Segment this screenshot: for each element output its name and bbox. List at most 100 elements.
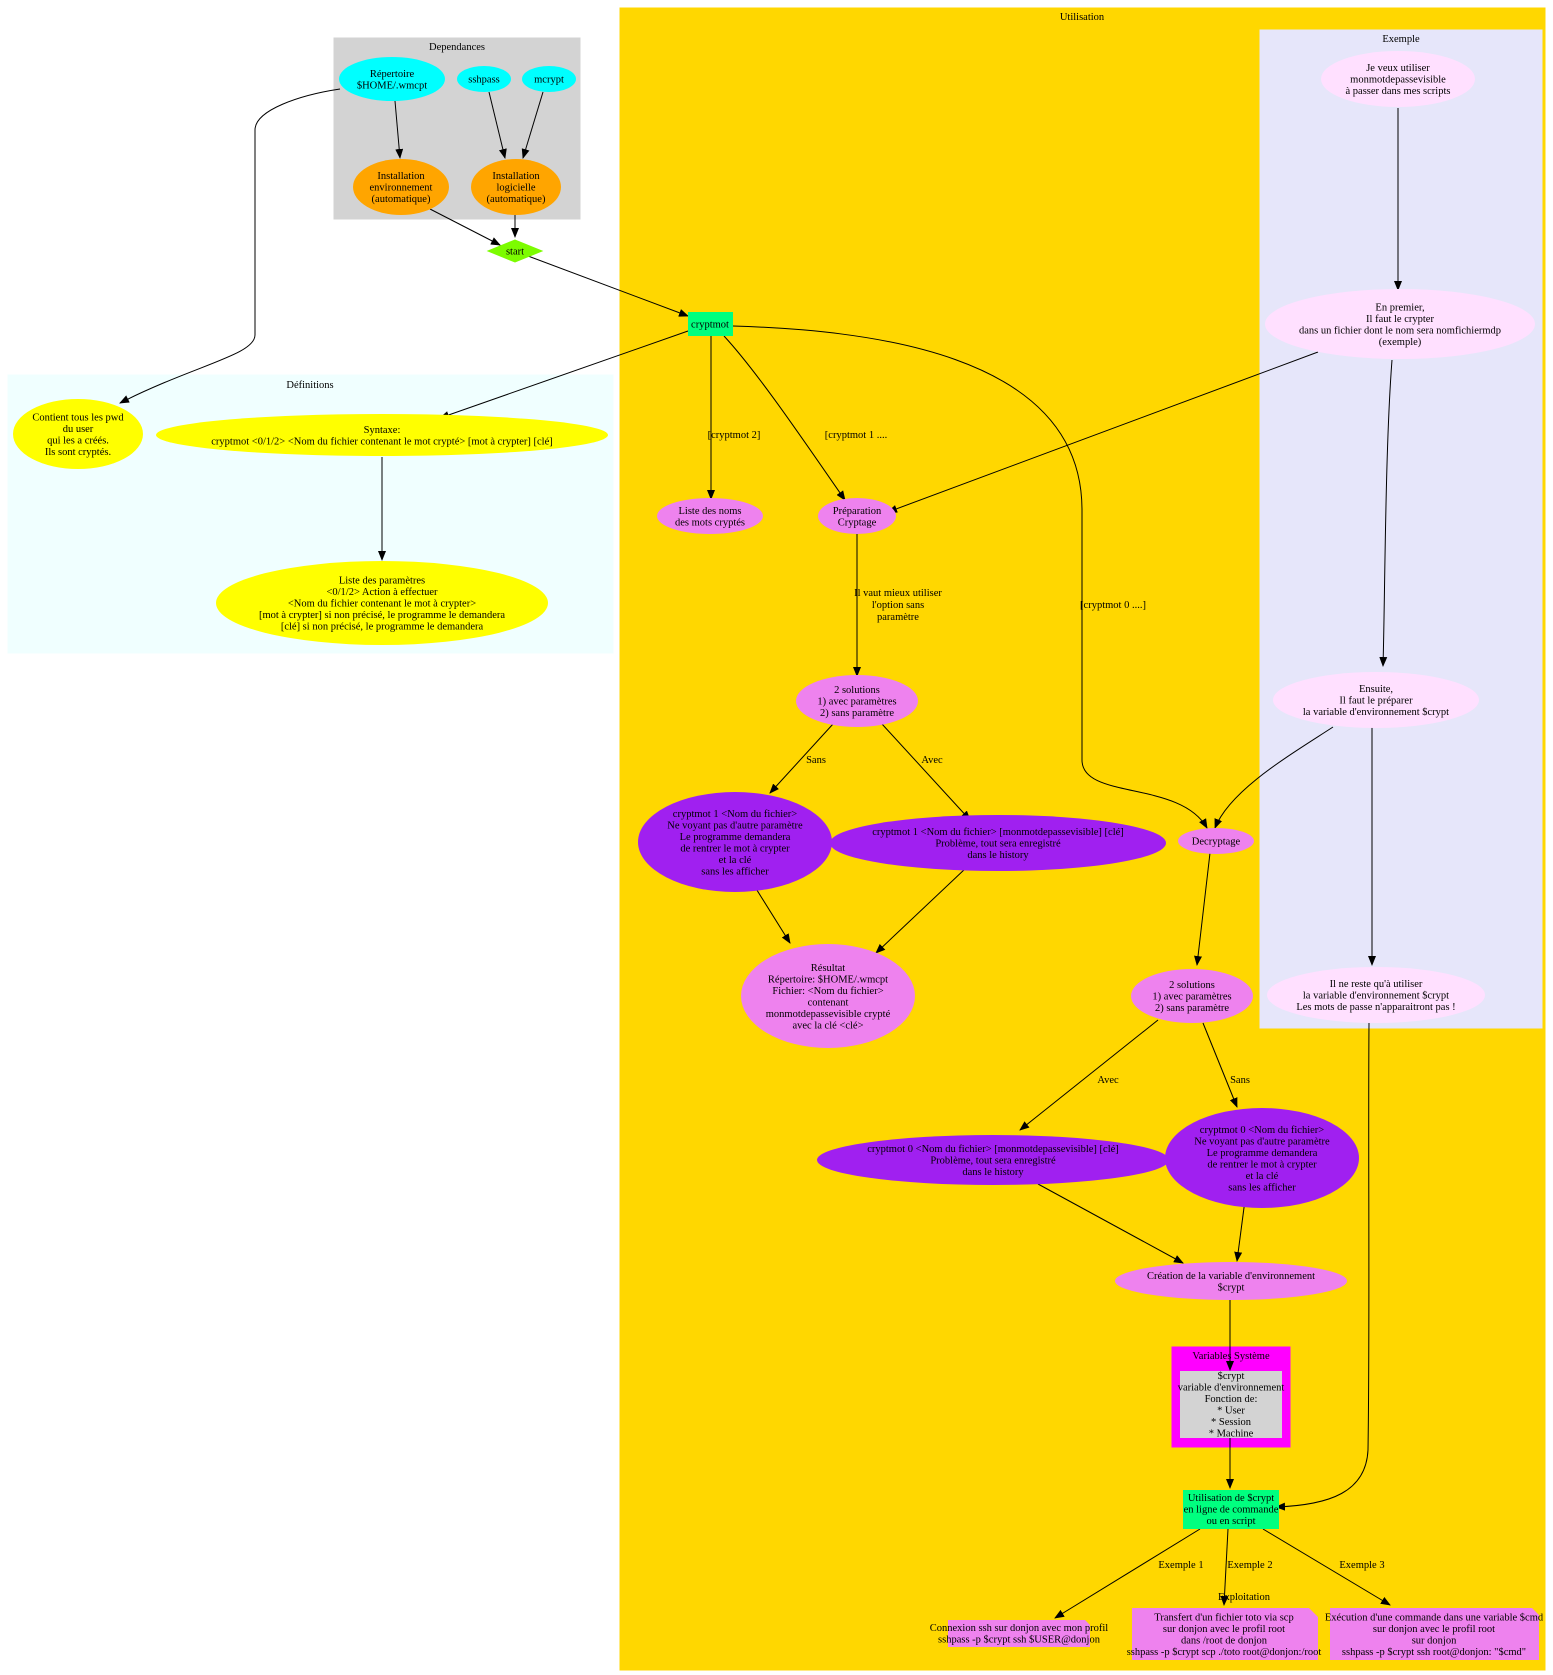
node-label-cm0-sans-5: et la clé bbox=[1246, 1171, 1279, 1182]
node-label-cm1-sans-5: et la clé bbox=[719, 855, 752, 866]
node-label-solutions2-2: 1) avec paramètres bbox=[1152, 992, 1231, 1003]
node-label-cm1-avec-3: dans le history bbox=[967, 850, 1029, 861]
node-cm1-avec bbox=[830, 815, 1166, 871]
node-label-syntaxe-2: cryptmot <0/1/2> <Nom du fichier contena… bbox=[211, 436, 553, 447]
node-label-je-veux-2: monmotdepassevisible bbox=[1350, 75, 1446, 86]
node-label-resultat-1: Résultat bbox=[811, 963, 845, 974]
node-label-install-env-2: environnement bbox=[370, 183, 433, 194]
node-label-resultat-2: Répertoire: $HOME/.wmcpt bbox=[768, 974, 888, 985]
node-label-solutions1-3: 2) sans paramètre bbox=[820, 708, 894, 719]
node-label-cm1-sans-2: Ne voyant pas d'autre paramètre bbox=[667, 820, 803, 831]
node-label-crypt-var-4: * User bbox=[1217, 1405, 1245, 1416]
node-label-liste-params-5: [clé] si non précisé, le programme le de… bbox=[281, 622, 484, 633]
node-label-cm0-sans-1: cryptmot 0 <Nom du fichier> bbox=[1200, 1125, 1324, 1136]
node-label-preparation-2: Cryptage bbox=[838, 517, 877, 528]
edge-label-mieux-2: l'option sans bbox=[872, 600, 924, 611]
node-utilisation-crypt bbox=[1183, 1490, 1279, 1529]
node-label-liste-noms-2: des mots cryptés bbox=[675, 517, 745, 528]
node-label-resultat-3: Fichier: <Nom du fichier> bbox=[772, 986, 883, 997]
node-label-liste-params-2: <0/1/2> Action à effectuer bbox=[326, 587, 438, 598]
node-label-decryptage-1: Decryptage bbox=[1192, 837, 1241, 848]
node-label-il-ne-reste-2: la variable d'environnement $crypt bbox=[1303, 991, 1449, 1002]
node-preparation bbox=[818, 498, 896, 534]
node-label-solutions2-1: 2 solutions bbox=[1169, 980, 1215, 991]
node-label-liste-params-4: [mot à crypter] si non précisé, le progr… bbox=[259, 610, 505, 621]
node-label-repertoire-2: $HOME/.wmcpt bbox=[357, 80, 427, 91]
node-label-cm0-avec-2: Problème, tout sera enregistré bbox=[930, 1156, 1056, 1167]
node-crypt-var bbox=[1180, 1371, 1282, 1438]
node-label-ensuite-1: Ensuite, bbox=[1359, 684, 1393, 695]
node-ex3 bbox=[1330, 1608, 1539, 1660]
node-label-crypt-var-3: Fonction de: bbox=[1205, 1394, 1258, 1405]
node-label-en-premier-3: dans un fichier dont le nom sera nomfich… bbox=[1299, 325, 1501, 336]
node-label-ensuite-2: Il faut le préparer bbox=[1339, 696, 1413, 707]
node-label-ex2-1: Transfert d'un fichier toto via scp bbox=[1154, 1612, 1293, 1623]
node-label-cm1-sans-4: de rentrer le mot à crypter bbox=[680, 843, 790, 854]
node-decryptage bbox=[1178, 828, 1254, 854]
node-cryptmot bbox=[688, 312, 733, 336]
node-cm1-sans bbox=[638, 792, 832, 892]
node-label-install-log-2: logicielle bbox=[496, 183, 535, 194]
node-label-resultat-6: avec la clé <clé> bbox=[792, 1020, 863, 1031]
edge-label-sans1: Sans bbox=[806, 755, 826, 766]
node-label-crypt-var-2: variable d'environnement bbox=[1178, 1382, 1285, 1393]
node-label-contient-1: Contient tous les pwd bbox=[32, 412, 124, 423]
node-label-ex3-1: Exécution d'une commande dans une variab… bbox=[1325, 1612, 1544, 1623]
node-label-ex3-2: sur donjon avec le profil root bbox=[1373, 1624, 1495, 1635]
node-label-start-1: start bbox=[506, 247, 524, 258]
node-label-contient-4: Ils sont cryptés. bbox=[45, 447, 111, 458]
node-label-cm0-sans-6: sans les afficher bbox=[1228, 1182, 1296, 1193]
node-label-mcrypt-1: mcrypt bbox=[534, 75, 564, 86]
node-label-en-premier-1: En premier, bbox=[1375, 302, 1424, 313]
node-solutions2 bbox=[1131, 969, 1253, 1023]
node-label-il-ne-reste-3: Les mots de passe n'apparaitront pas ! bbox=[1296, 1002, 1455, 1013]
edge-labels: [cryptmot 2] [cryptmot 1 .... [cryptmot … bbox=[708, 430, 1385, 1603]
node-label-cm1-avec-2: Problème, tout sera enregistré bbox=[935, 839, 1061, 850]
node-label-syntaxe-1: Syntaxe: bbox=[364, 425, 401, 436]
node-label-contient-3: qui les a créés. bbox=[47, 435, 109, 446]
node-label-preparation-1: Préparation bbox=[833, 506, 882, 517]
edge-label-cryptmot0: [cryptmot 0 ....] bbox=[1080, 600, 1146, 611]
edge-label-exemple3: Exemple 3 bbox=[1339, 1560, 1384, 1571]
cluster-definitions-label: Définitions bbox=[286, 380, 333, 391]
cluster-exemple: Exemple bbox=[1259, 29, 1543, 1029]
node-label-ex1-1: Connexion ssh sur donjon avec mon profil bbox=[930, 1623, 1109, 1634]
edge-label-avec1: Avec bbox=[921, 755, 943, 766]
node-label-liste-params-1: Liste des paramètres bbox=[339, 576, 425, 587]
cluster-exemple-label: Exemple bbox=[1382, 34, 1420, 45]
node-label-ex2-4: sshpass -p $crypt scp ./toto root@donjon… bbox=[1127, 1647, 1322, 1658]
node-label-cm1-avec-1: cryptmot 1 <Nom du fichier> [monmotdepas… bbox=[872, 827, 1124, 838]
nodes bbox=[13, 51, 1539, 1660]
node-mcrypt bbox=[522, 66, 576, 92]
edge-label-cryptmot1: [cryptmot 1 .... bbox=[825, 430, 887, 441]
edge-label-exemple2: Exemple 2 bbox=[1227, 1560, 1272, 1571]
node-label-cm0-avec-3: dans le history bbox=[962, 1167, 1024, 1178]
node-label-crypt-var-5: * Session bbox=[1211, 1417, 1252, 1428]
cluster-variables-label: Variables Système bbox=[1192, 1351, 1270, 1362]
node-label-utilisation-crypt-3: ou en script bbox=[1207, 1516, 1256, 1527]
node-label-en-premier-2: Il faut le crypter bbox=[1366, 314, 1434, 325]
node-label-resultat-4: contenant bbox=[808, 997, 849, 1008]
edges bbox=[119, 88, 1402, 1619]
node-creation bbox=[1115, 1262, 1347, 1300]
node-je-veux bbox=[1321, 51, 1475, 107]
node-install-log bbox=[471, 159, 561, 215]
node-start bbox=[486, 239, 544, 263]
node-label-repertoire-1: Répertoire bbox=[370, 69, 415, 80]
node-label-je-veux-3: à passer dans mes scripts bbox=[1346, 86, 1451, 97]
node-contient bbox=[13, 399, 143, 469]
node-label-solutions2-3: 2) sans paramètre bbox=[1155, 1003, 1229, 1014]
node-repertoire bbox=[339, 57, 445, 101]
node-label-solutions1-1: 2 solutions bbox=[834, 685, 880, 696]
node-ensuite bbox=[1273, 672, 1479, 728]
node-label-contient-2: du user bbox=[63, 424, 94, 435]
node-resultat bbox=[741, 944, 915, 1048]
node-label-install-env-3: (automatique) bbox=[372, 194, 431, 205]
node-sshpass bbox=[457, 66, 511, 92]
node-label-liste-noms-1: Liste des noms bbox=[679, 506, 742, 517]
node-label-cm0-sans-3: Le programme demandera bbox=[1207, 1148, 1318, 1159]
node-label-liste-params-3: <Nom du fichier contenant le mot à crypt… bbox=[288, 599, 476, 610]
node-label-ex2-2: sur donjon avec le profil root bbox=[1163, 1624, 1285, 1635]
node-syntaxe bbox=[156, 414, 608, 456]
